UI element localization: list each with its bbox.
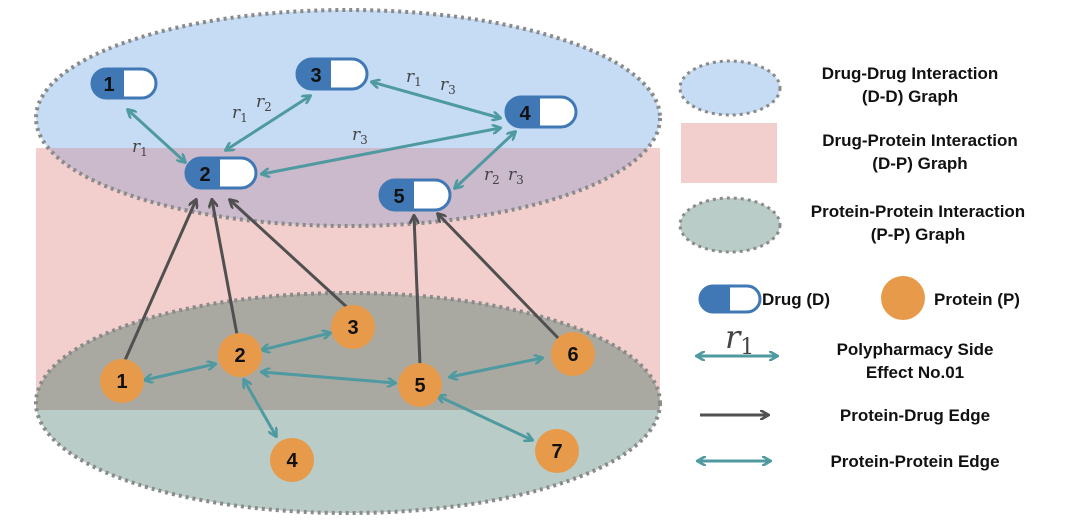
drug-node: 1 [90,67,158,100]
protein-node: 4 [270,438,314,482]
legend-drug-label: Drug (D) [762,290,830,309]
legend-side-effect-symbol: r1 [725,318,754,360]
edge-label-r3: r3 [440,75,456,97]
dd-layer-border [34,8,662,228]
protein-node: 5 [398,363,442,407]
protein-label: 7 [551,441,562,463]
protein-node: 3 [331,305,375,349]
legend-dp-line2: (D-P) Graph [872,154,967,173]
edge-label-r2: r2 [484,165,500,187]
protein-node: 7 [535,429,579,473]
legend-pp-line1: Protein-Protein Interaction [811,202,1025,221]
protein-nodes: 1 2 3 4 5 6 7 [100,305,595,482]
drug-drug-edges [128,82,515,188]
edge-label-r1: r1 [232,103,248,125]
pp-edge [145,364,215,380]
legend-pp-line2: (P-P) Graph [871,225,965,244]
drug-label: 5 [393,186,404,208]
drug-label: 1 [103,74,114,96]
pp-edge [438,396,532,440]
legend-side-effect-line1: Polypharmacy Side [837,340,994,359]
drug-label: 2 [199,164,210,186]
pd-edge [120,200,196,368]
protein-label: 1 [116,371,127,393]
pd-edge [212,200,240,341]
legend-dd-line2: (D-D) Graph [862,87,958,106]
pp-edge [262,333,330,350]
drug-label: 3 [310,65,321,87]
protein-drug-edges [120,200,564,368]
drug-nodes: 1 2 3 4 5 [90,57,578,212]
pp-layer-border [34,291,662,515]
legend-dd-swatch [678,59,782,117]
legend-protein-icon [881,276,925,320]
legend-protein-drug-label: Protein-Drug Edge [840,406,990,425]
protein-label: 4 [286,450,298,472]
drug-node: 4 [504,95,578,129]
dd-edge [128,110,185,162]
legend-drug-icon [698,284,762,314]
drug-label: 4 [519,103,531,125]
legend-protein-label: Protein (P) [934,290,1020,309]
legend-protein-protein-label: Protein-Protein Edge [830,452,999,471]
drug-node: 5 [378,178,452,212]
legend-dp-swatch [681,123,777,183]
drug-node: 3 [295,57,369,91]
protein-label: 6 [567,344,578,366]
edge-labels: r1 r1 r2 r1 r3 r3 r2 r3 [132,67,524,187]
edge-label-r3: r3 [508,165,524,187]
protein-label: 3 [347,317,358,339]
legend-pp-swatch [678,196,782,254]
legend-side-effect-line2: Effect No.01 [866,363,964,382]
protein-protein-edges [145,333,542,440]
pd-edge [230,200,352,312]
pd-edge [438,214,564,344]
pp-edge [450,358,542,377]
protein-node: 6 [551,332,595,376]
pp-edge [244,380,276,436]
dd-edge [455,132,515,188]
legend-dd-line1: Drug-Drug Interaction [822,64,999,83]
protein-label: 5 [414,375,425,397]
edge-label-r3: r3 [352,125,368,147]
dd-edge [226,96,310,150]
pd-edge [414,216,422,366]
legend-dp-line1: Drug-Protein Interaction [822,131,1018,150]
protein-node: 2 [218,333,262,377]
pp-edge [262,372,395,383]
protein-node: 1 [100,359,144,403]
edge-label-r2: r2 [256,92,272,114]
drug-node: 2 [184,156,258,190]
edge-label-r1: r1 [406,67,422,89]
dd-edge [372,82,500,118]
protein-label: 2 [234,345,245,367]
legend: Drug-Drug Interaction (D-D) Graph Drug-P… [678,59,1025,471]
edge-label-r1: r1 [132,137,148,159]
